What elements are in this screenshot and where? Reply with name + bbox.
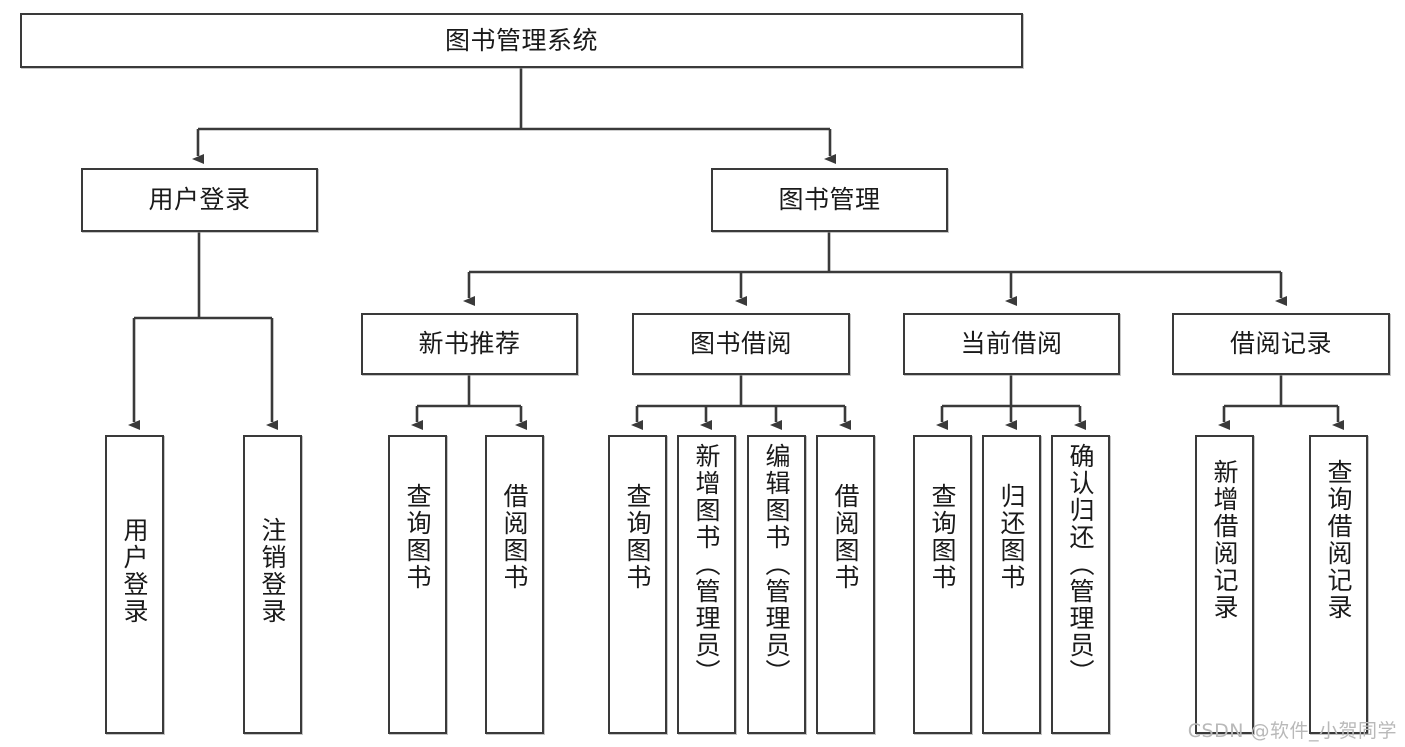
leaf-query-borrow-record[interactable]: 查询借阅记录 xyxy=(1309,435,1368,734)
node-label: 归还图书 xyxy=(997,483,1026,591)
node-user-login[interactable]: 用户登录 xyxy=(81,168,318,232)
node-label: 新书推荐 xyxy=(418,329,521,358)
node-current-borrow[interactable]: 当前借阅 xyxy=(903,313,1120,375)
node-label: 借阅记录 xyxy=(1229,329,1332,358)
node-label: 注销登录 xyxy=(258,517,287,625)
node-label: 查询借阅记录 xyxy=(1324,459,1353,621)
node-label: 借阅图书 xyxy=(831,483,860,591)
node-label: 新增借阅记录 xyxy=(1210,459,1239,621)
leaf-confirm-return-admin[interactable]: 确认归还（管理员） xyxy=(1051,435,1110,734)
watermark: CSDN @软件_小贺同学 xyxy=(1187,720,1397,742)
leaf-query-book-1[interactable]: 查询图书 xyxy=(388,435,447,734)
node-borrow-record[interactable]: 借阅记录 xyxy=(1172,313,1390,375)
node-label: 查询图书 xyxy=(928,483,957,591)
leaf-borrow-book-1[interactable]: 借阅图书 xyxy=(485,435,544,734)
leaf-return-book[interactable]: 归还图书 xyxy=(982,435,1041,734)
node-book-borrow[interactable]: 图书借阅 xyxy=(632,313,850,375)
leaf-add-book-admin[interactable]: 新增图书（管理员） xyxy=(677,435,736,734)
node-label: 图书管理 xyxy=(778,185,881,214)
leaf-query-book-2[interactable]: 查询图书 xyxy=(608,435,667,734)
leaf-edit-book-admin[interactable]: 编辑图书（管理员） xyxy=(747,435,806,734)
leaf-user-logout[interactable]: 注销登录 xyxy=(243,435,302,734)
node-label: 用户登录 xyxy=(148,185,251,214)
node-label: 确认归还（管理员） xyxy=(1066,443,1095,686)
leaf-add-borrow-record[interactable]: 新增借阅记录 xyxy=(1195,435,1254,734)
node-label: 查询图书 xyxy=(403,483,432,591)
node-new-book-recommend[interactable]: 新书推荐 xyxy=(361,313,578,375)
leaf-user-login[interactable]: 用户登录 xyxy=(105,435,164,734)
leaf-query-book-3[interactable]: 查询图书 xyxy=(913,435,972,734)
node-root-system[interactable]: 图书管理系统 xyxy=(20,13,1023,68)
node-label: 借阅图书 xyxy=(500,483,529,591)
node-label: 图书借阅 xyxy=(689,329,792,358)
node-label: 图书管理系统 xyxy=(444,25,598,55)
node-book-management[interactable]: 图书管理 xyxy=(711,168,948,232)
leaf-borrow-book-2[interactable]: 借阅图书 xyxy=(816,435,875,734)
node-label: 当前借阅 xyxy=(960,329,1063,358)
node-label: 查询图书 xyxy=(623,483,652,591)
node-label: 编辑图书（管理员） xyxy=(762,443,791,686)
node-label: 用户登录 xyxy=(120,517,149,625)
node-label: 新增图书（管理员） xyxy=(692,443,721,686)
